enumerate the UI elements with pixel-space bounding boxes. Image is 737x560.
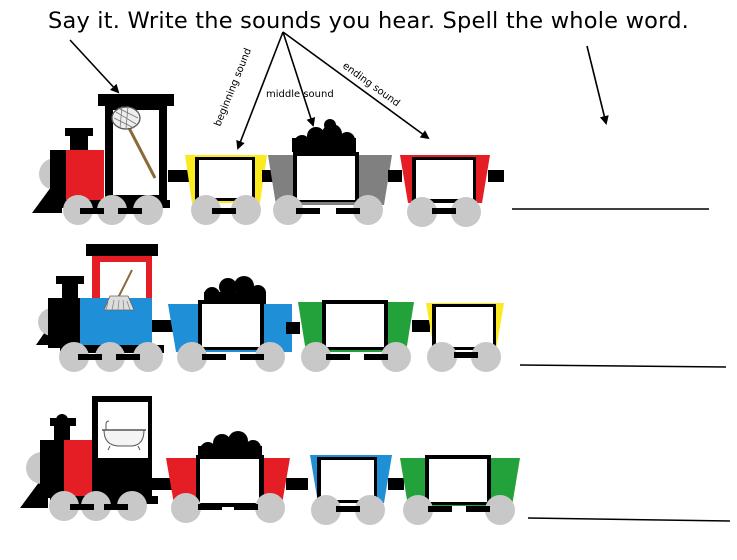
train-row-3 — [20, 396, 731, 525]
ending-sound-box-1[interactable] — [416, 160, 473, 199]
answer-line-3[interactable] — [527, 517, 731, 522]
ending-sound-box-2[interactable] — [436, 307, 493, 347]
label-ending-sound: ending sound — [340, 61, 401, 110]
beginning-sound-box-1[interactable] — [199, 160, 252, 198]
arrow-ending — [282, 31, 430, 140]
arrow-to-picture — [69, 39, 120, 94]
car-3-green — [400, 455, 520, 525]
engine-1 — [32, 94, 174, 225]
train-row-2 — [36, 244, 727, 372]
car-2-green — [298, 300, 414, 372]
instructions: Say it. Write the sounds you hear. Spell… — [47, 8, 690, 34]
middle-sound-box-2[interactable] — [326, 304, 384, 347]
car-2-blue — [310, 455, 392, 525]
car-3-red — [400, 155, 490, 227]
car-1-blue-coal — [168, 276, 292, 372]
tub-icon — [102, 420, 146, 451]
car-1-yellow — [185, 155, 267, 225]
engine-3 — [20, 396, 158, 521]
car-2-gray-coal — [268, 119, 392, 225]
engine-2 — [36, 244, 164, 372]
car-1-red-coal — [166, 431, 290, 523]
beginning-sound-box-3[interactable] — [200, 459, 259, 503]
mop-icon — [103, 269, 135, 311]
answer-line-2[interactable] — [519, 364, 727, 368]
train-row-1 — [32, 94, 709, 227]
car-3-yellow — [426, 303, 504, 372]
middle-sound-box-3[interactable] — [321, 460, 374, 500]
beginning-sound-box-2[interactable] — [202, 304, 260, 347]
ending-sound-box-3[interactable] — [429, 459, 487, 502]
arrow-middle — [282, 31, 316, 127]
net-icon — [111, 105, 157, 179]
label-middle-sound: middle sound — [266, 89, 334, 100]
arrow-beginning — [236, 31, 284, 150]
label-beginning-sound: beginning sound — [213, 47, 254, 128]
middle-sound-box-1[interactable] — [297, 156, 355, 200]
arrow-to-answer — [586, 45, 609, 125]
